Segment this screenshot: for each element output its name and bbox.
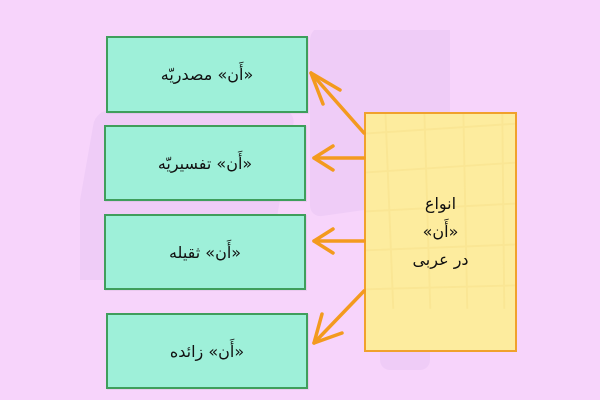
- central-topic-box: انواع «أَن» در عربی: [364, 112, 517, 352]
- type-box-thaqila: «أَن» ثقيله: [104, 214, 306, 290]
- center-title-line2: «أَن»: [422, 222, 459, 241]
- arrow-to-tafsiriyya-icon: [312, 144, 366, 172]
- type-box-zaida: «أَن» زائده: [106, 313, 308, 389]
- type-box-masdariyya: «أَن» مصدريّه: [106, 36, 308, 113]
- type-label: «أَن» مصدريّه: [160, 65, 254, 84]
- arrow-to-thaqila-icon: [312, 227, 366, 255]
- center-title-line3: در عربی: [412, 250, 469, 269]
- type-label: «أَن» ثقيله: [168, 242, 242, 262]
- center-title-line1: انواع: [424, 194, 457, 213]
- grid-pattern-icon: [366, 114, 515, 309]
- type-box-tafsiriyya: «أَن» تفسيريّه: [104, 125, 306, 201]
- type-label: «أَن» تفسيريّه: [157, 153, 253, 173]
- arrow-to-masdariyya-icon: [309, 71, 366, 135]
- arrow-to-zaida-icon: [312, 289, 366, 345]
- type-label: «أَن» زائده: [169, 341, 245, 361]
